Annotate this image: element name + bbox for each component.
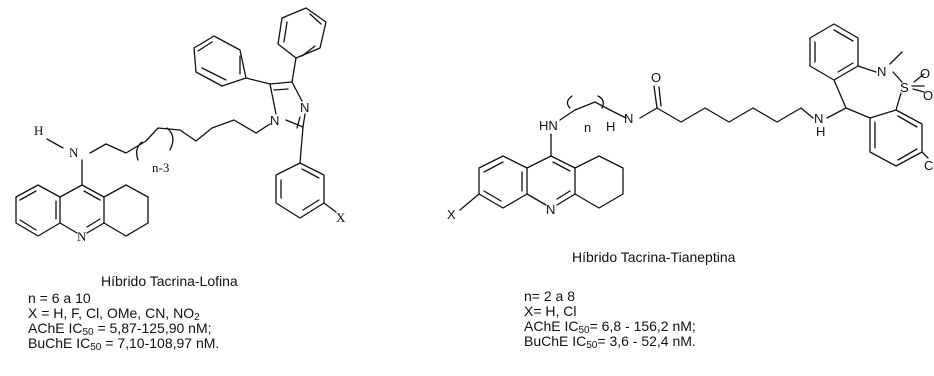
right-x-label: X <box>447 207 456 222</box>
left-caption-ache: AChE IC50 = 5,87-125,90 nM; <box>28 320 212 338</box>
right-amine-n-label: N <box>814 111 823 126</box>
left-imidazole-n3-label: N <box>300 100 309 115</box>
right-ring-n-label: N <box>546 202 555 217</box>
right-amine-h-label: H <box>816 124 825 139</box>
right-caption-n: n= 2 a 8 <box>524 288 575 304</box>
left-chain-count-label: n-3 <box>152 160 169 175</box>
left-ring-n-label: N <box>77 229 87 244</box>
left-structure <box>15 7 337 237</box>
right-caption-x: X= H, Cl <box>524 303 577 319</box>
left-caption-n: n = 6 a 10 <box>28 290 91 306</box>
right-sulfonamide-n-label: N <box>877 64 886 79</box>
right-o1-label: O <box>920 66 930 81</box>
right-hn-label: HN <box>539 118 558 133</box>
right-caption-ache: AChE IC50= 6,8 - 156,2 nM; <box>524 318 696 336</box>
right-structure <box>459 23 929 211</box>
right-amide-h-label: H <box>606 119 615 134</box>
left-amine-n-label: N <box>69 145 79 160</box>
right-carbonyl-o-label: O <box>651 70 661 85</box>
right-caption-buche: BuChE IC50= 3,6 - 52,4 nM. <box>524 333 696 351</box>
right-amide-n-label: N <box>624 111 633 126</box>
left-h-label: H <box>34 123 43 138</box>
right-o2-label: O <box>923 88 933 103</box>
left-caption-x: X = H, F, Cl, OMe, CN, NO2 <box>28 305 200 323</box>
left-caption-title: Híbrido Tacrina-Lofina <box>101 273 238 289</box>
left-imidazole-n1-label: N <box>270 113 279 128</box>
right-n-count-label: n <box>584 120 591 135</box>
left-caption-block: n = 6 a 10 X = H, F, Cl, OMe, CN, NO2 AC… <box>28 290 220 353</box>
right-cl-label: Cl <box>924 158 934 173</box>
left-x-label: X <box>336 210 346 225</box>
right-s-label: S <box>900 80 909 95</box>
right-caption-block: n= 2 a 8 X= H, Cl AChE IC50= 6,8 - 156,2… <box>524 288 696 351</box>
right-caption-title: Híbrido Tacrina-Tianeptina <box>572 249 736 265</box>
left-caption-buche: BuChE IC50 = 7,10-108,97 nM. <box>28 335 220 353</box>
